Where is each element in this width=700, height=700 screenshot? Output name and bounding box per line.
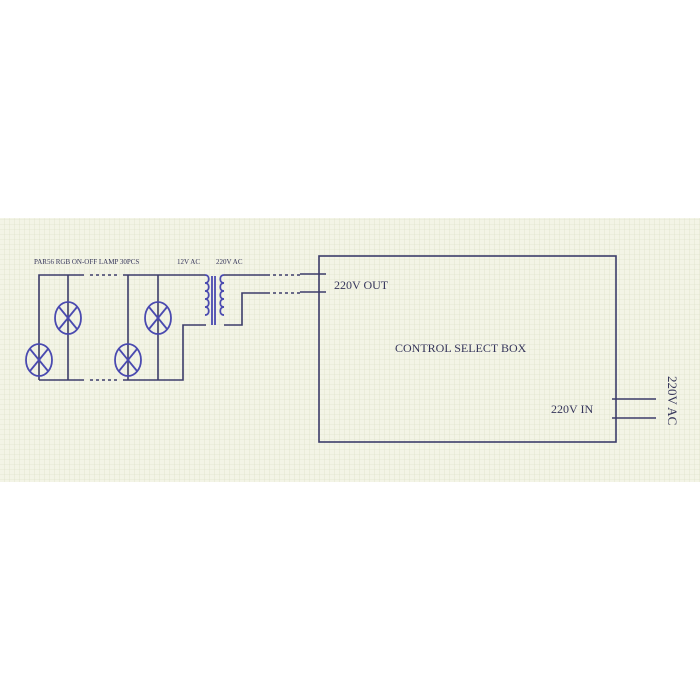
lamp-icon: [144, 301, 172, 335]
secondary-voltage-label: 12V AC: [177, 258, 200, 266]
output-terminals: [300, 273, 326, 293]
input-terminals: [612, 398, 656, 419]
in-label: 220V IN: [551, 402, 593, 416]
supply-label: 220V AC: [665, 376, 680, 425]
lamp-icon: [25, 343, 53, 377]
lamp-icon: [54, 301, 82, 335]
out-label: 220V OUT: [334, 278, 389, 292]
transformer-icon: [204, 274, 300, 326]
box-title: CONTROL SELECT BOX: [395, 341, 527, 355]
lamp-label: PAR56 RGB ON-OFF LAMP 30PCS: [34, 258, 139, 266]
lamp-circuit: [38, 274, 206, 381]
control-select-box: [318, 255, 617, 443]
lamp-icon: [114, 343, 142, 377]
primary-voltage-label: 220V AC: [216, 258, 243, 266]
